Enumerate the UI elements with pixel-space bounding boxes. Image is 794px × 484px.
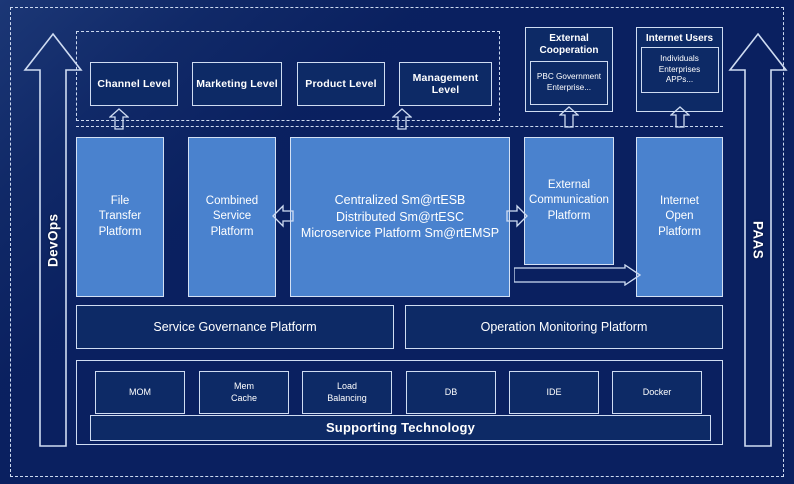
right-arrow-icon xyxy=(506,203,528,229)
platform-combined-service[interactable]: Combined Service Platform xyxy=(188,137,276,297)
platform-label: External Communication Platform xyxy=(529,178,609,222)
tech-box-db[interactable]: DB xyxy=(406,371,496,414)
devops-label: DevOps xyxy=(45,213,61,267)
governance-label: Service Governance Platform xyxy=(153,319,317,334)
supporting-technology-label: Supporting Technology xyxy=(325,420,476,436)
governance-label: Operation Monitoring Platform xyxy=(480,319,648,334)
tech-label: MOM xyxy=(129,386,151,397)
tech-label: IDE xyxy=(546,386,562,397)
tech-box-load-balancing[interactable]: Load Balancing xyxy=(302,371,392,414)
level-box-channel[interactable]: Channel Level xyxy=(90,62,178,106)
service-governance-platform[interactable]: Service Governance Platform xyxy=(76,305,394,349)
internet-users-title: Internet Users xyxy=(645,33,714,44)
external-cooperation-title: External Cooperation xyxy=(539,33,599,56)
supporting-technology-group xyxy=(76,360,723,445)
tech-box-mem-cache[interactable]: Mem Cache xyxy=(199,371,289,414)
platform-file-transfer[interactable]: File Transfer Platform xyxy=(76,137,164,297)
operation-monitoring-platform[interactable]: Operation Monitoring Platform xyxy=(405,305,723,349)
platform-label: Internet Open Platform xyxy=(658,194,701,238)
up-arrow-icon xyxy=(559,106,579,128)
platform-label: Combined Service Platform xyxy=(205,194,259,238)
level-box-marketing[interactable]: Marketing Level xyxy=(192,62,282,106)
up-arrow-icon xyxy=(670,106,690,128)
tech-box-ide[interactable]: IDE xyxy=(509,371,599,414)
platform-label: File Transfer Platform xyxy=(98,194,142,238)
supporting-technology-bar[interactable]: Supporting Technology xyxy=(90,415,711,441)
up-arrow-icon xyxy=(392,108,412,130)
level-box-management[interactable]: Management Level xyxy=(399,62,492,106)
level-label: Product Level xyxy=(305,77,377,90)
platform-internet-open[interactable]: Internet Open Platform xyxy=(636,137,723,297)
tech-label: Docker xyxy=(642,386,672,397)
up-arrow-icon xyxy=(109,108,129,130)
tech-label: Mem Cache xyxy=(230,380,257,403)
paas-arrow: PAAS xyxy=(727,30,789,450)
external-cooperation-detail: PBC Government Enterprise... xyxy=(530,61,608,105)
level-label: Channel Level xyxy=(97,77,171,90)
tech-label: DB xyxy=(444,386,458,397)
platform-esb-esc-emsp[interactable]: Centralized Sm@rtESB Distributed Sm@rtES… xyxy=(290,137,510,297)
long-right-arrow-icon xyxy=(514,264,641,286)
paas-label: PAAS xyxy=(750,220,766,260)
layer-separator-dashed-line xyxy=(76,126,723,127)
tech-label: Load Balancing xyxy=(327,380,367,403)
level-label: Marketing Level xyxy=(196,77,278,90)
tech-box-docker[interactable]: Docker xyxy=(612,371,702,414)
platform-external-communication[interactable]: External Communication Platform xyxy=(524,137,614,265)
platform-label: Centralized Sm@rtESB Distributed Sm@rtES… xyxy=(300,192,500,241)
outer-boundary-frame xyxy=(10,7,784,477)
tech-box-mom[interactable]: MOM xyxy=(95,371,185,414)
business-levels-group xyxy=(76,31,500,121)
level-box-product[interactable]: Product Level xyxy=(297,62,385,106)
left-arrow-icon xyxy=(272,203,294,229)
devops-arrow: DevOps xyxy=(22,30,84,450)
internet-users-group[interactable]: Internet Users Individuals Enterprises A… xyxy=(636,27,723,112)
internet-users-detail: Individuals Enterprises APPs... xyxy=(640,47,719,93)
external-cooperation-group[interactable]: External Cooperation PBC Government Ente… xyxy=(525,27,613,112)
level-label: Management Level xyxy=(412,71,479,96)
